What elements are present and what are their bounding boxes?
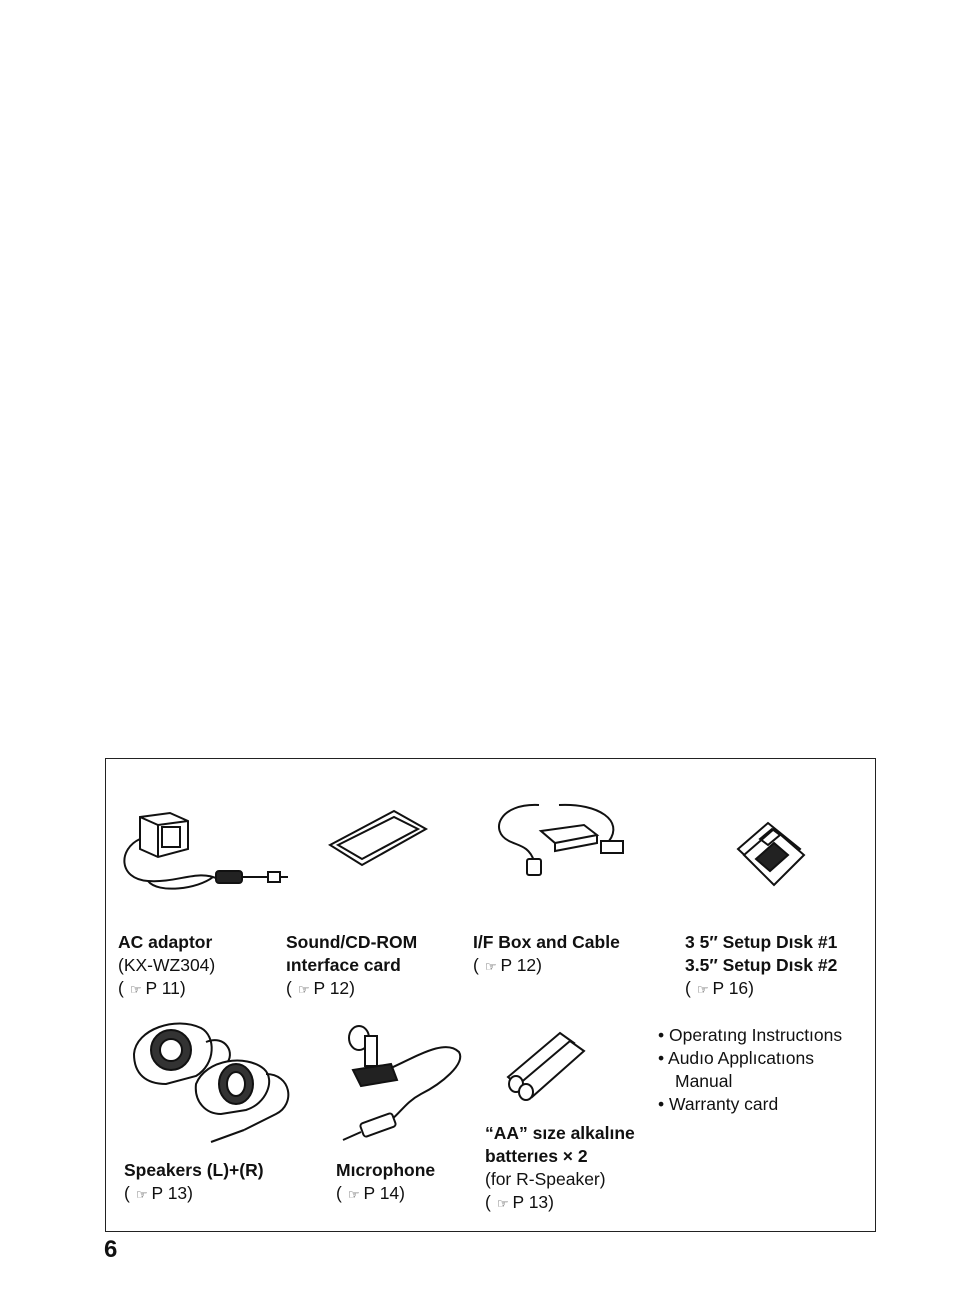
ac-adaptor-caption: AC adaptor (KX-WZ304) (☞P 11) <box>118 931 215 1001</box>
document-item: • Warranty card <box>658 1094 779 1114</box>
accessories-panel: AC adaptor (KX-WZ304) (☞P 11) Sound/CD-R… <box>105 758 876 1232</box>
batteries-note: (for R-Speaker) <box>485 1169 606 1189</box>
setup-disk-1-title: 3 5″ Setup Dısk #1 <box>685 932 838 952</box>
interface-card-title-line2: ınterface card <box>286 955 401 975</box>
if-box-title: I/F Box and Cable <box>473 932 620 952</box>
ac-adaptor-title: AC adaptor <box>118 932 213 952</box>
batteries-title-line2: batterıes × 2 <box>485 1146 588 1166</box>
pointing-hand-icon: ☞ <box>135 1187 148 1202</box>
setup-disk-2-title: 3.5″ Setup Dısk #2 <box>685 955 838 975</box>
pointing-hand-icon: ☞ <box>129 982 142 997</box>
included-documents-list: • Operatıng Instructıons • Audıo Applıca… <box>658 1024 842 1116</box>
microphone-page-ref: (☞P 14) <box>336 1182 435 1206</box>
batteries-illustration <box>506 1031 586 1101</box>
interface-card-title-line1: Sound/CD-ROM <box>286 932 418 952</box>
speakers-illustration <box>132 1022 290 1143</box>
pointing-hand-icon: ☞ <box>484 959 497 974</box>
ac-adaptor-page-ref: (☞P 11) <box>118 977 215 1001</box>
microphone-caption: Mıcrophone (☞P 14) <box>336 1159 435 1206</box>
setup-disks-caption: 3 5″ Setup Dısk #1 3.5″ Setup Dısk #2 (☞… <box>685 931 837 1001</box>
if-box-cable-illustration <box>498 803 624 876</box>
batteries-page-ref: (☞P 13) <box>485 1191 635 1215</box>
document-item-continuation: Manual <box>675 1071 733 1091</box>
microphone-illustration <box>342 1025 462 1141</box>
setup-disks-page-ref: (☞P 16) <box>685 977 837 1001</box>
setup-disks-illustration <box>736 821 806 887</box>
if-box-caption: I/F Box and Cable (☞P 12) <box>473 931 620 978</box>
pointing-hand-icon: ☞ <box>347 1187 360 1202</box>
speakers-title: Speakers (L)+(R) <box>124 1160 264 1180</box>
pointing-hand-icon: ☞ <box>496 1196 509 1211</box>
batteries-title-line1: “AA” sıze alkalıne <box>485 1123 635 1143</box>
speakers-caption: Speakers (L)+(R) (☞P 13) <box>124 1159 264 1206</box>
document-item: • Operatıng Instructıons <box>658 1025 843 1045</box>
microphone-title: Mıcrophone <box>336 1160 436 1180</box>
speakers-page-ref: (☞P 13) <box>124 1182 264 1206</box>
interface-card-caption: Sound/CD-ROM ınterface card (☞P 12) <box>286 931 417 1001</box>
interface-card-illustration <box>328 809 429 867</box>
page-number: 6 <box>104 1236 118 1263</box>
pointing-hand-icon: ☞ <box>696 982 709 997</box>
pointing-hand-icon: ☞ <box>297 982 310 997</box>
document-item: • Audıo Applıcatıons <box>658 1048 814 1068</box>
ac-adaptor-model: (KX-WZ304) <box>118 955 216 975</box>
batteries-caption: “AA” sıze alkalıne batterıes × 2 (for R-… <box>485 1122 635 1215</box>
if-box-page-ref: (☞P 12) <box>473 954 620 978</box>
ac-adaptor-illustration <box>123 811 288 890</box>
interface-card-page-ref: (☞P 12) <box>286 977 417 1001</box>
